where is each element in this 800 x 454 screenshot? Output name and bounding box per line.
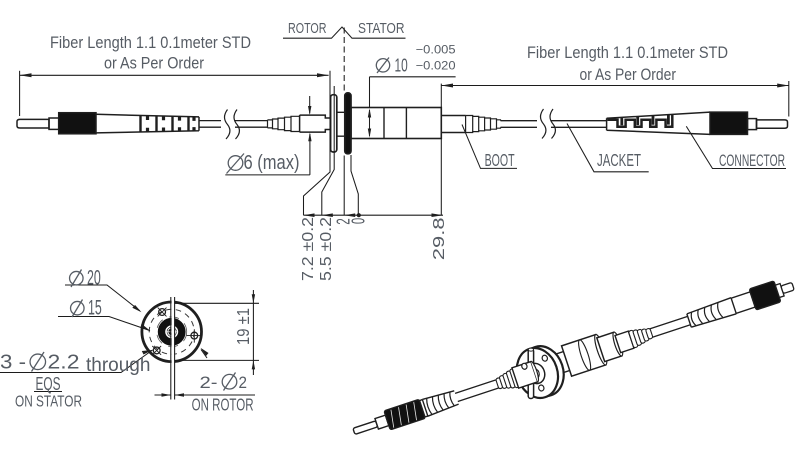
svg-text:ROTOR: ROTOR xyxy=(288,20,327,37)
svg-text:Fiber Length 1.1 0.1meter STD: Fiber Length 1.1 0.1meter STD xyxy=(50,34,251,52)
svg-text:JACKET: JACKET xyxy=(597,150,641,170)
svg-text:20: 20 xyxy=(87,267,101,290)
svg-text:ON ROTOR: ON ROTOR xyxy=(192,395,254,415)
svg-text:5.5 ±0.2: 5.5 ±0.2 xyxy=(318,217,335,281)
svg-text:2: 2 xyxy=(333,218,354,225)
svg-text:BOOT: BOOT xyxy=(485,150,515,170)
svg-text:Fiber Length 1.1 0.1meter STD: Fiber Length 1.1 0.1meter STD xyxy=(527,44,728,62)
svg-text:EQS: EQS xyxy=(36,373,61,394)
svg-text:29.8: 29.8 xyxy=(431,217,448,260)
svg-text:2.2: 2.2 xyxy=(48,352,80,374)
svg-text:or As Per Order: or As Per Order xyxy=(104,54,204,72)
svg-text:ON STATOR: ON STATOR xyxy=(15,394,82,411)
svg-text:6 (max): 6 (max) xyxy=(244,152,300,174)
svg-text:3 -: 3 - xyxy=(0,352,26,374)
svg-text:0: 0 xyxy=(348,218,369,224)
svg-text:or As Per Order: or As Per Order xyxy=(580,66,677,84)
svg-text:7.2 ±0.2: 7.2 ±0.2 xyxy=(300,217,317,281)
svg-text:through: through xyxy=(86,355,150,376)
svg-text:15: 15 xyxy=(88,297,102,320)
svg-text:19 ±1: 19 ±1 xyxy=(233,308,253,345)
svg-text:2-: 2- xyxy=(200,374,218,392)
svg-text:STATOR: STATOR xyxy=(358,20,405,37)
svg-text:10: 10 xyxy=(395,56,408,76)
svg-text:−0.005: −0.005 xyxy=(416,42,456,56)
svg-text:−0.020: −0.020 xyxy=(416,59,456,73)
svg-text:CONNECTOR: CONNECTOR xyxy=(719,152,785,170)
svg-text:2: 2 xyxy=(239,374,248,392)
